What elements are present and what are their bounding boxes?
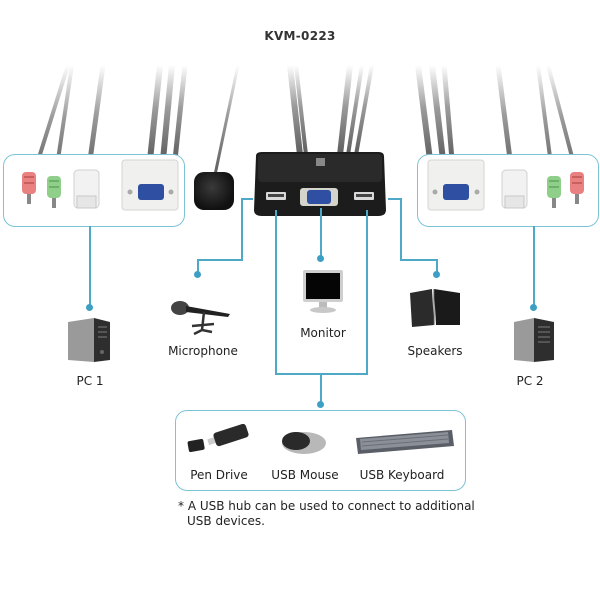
audio-green-plug-icon [547,176,561,208]
connector-dot-microphone [194,271,201,278]
cable-right-vga-a [415,64,433,161]
line-microphone-stub [241,198,253,200]
cable-kvm-a [287,64,303,156]
label-usb-keyboard: USB Keyboard [359,468,445,482]
connector-dot-usb-hub [317,401,324,408]
connector-dot-pc2 [530,304,537,311]
cable-left-vga-a [147,64,163,161]
line-speakers-v [400,198,402,260]
cable-kvm-e [354,64,374,156]
cable-right-vga-b [429,64,446,161]
usb-devices-group [175,410,466,491]
pc1-tower-icon [68,318,110,362]
diagram-title: KVM-0223 [264,29,336,43]
remote-switch-button[interactable] [194,172,234,210]
label-pen-drive: Pen Drive [190,468,248,482]
usb-keyboard-icon [356,430,454,454]
label-usb-mouse: USB Mouse [271,468,339,482]
cable-kvm-d [346,64,364,156]
line-usb-left [275,210,277,374]
line-monitor [320,208,322,258]
line-microphone-h [197,259,243,261]
footnote-line-1: * A USB hub can be used to connect to ad… [178,499,475,513]
cable-right-vga-c [441,64,455,161]
usb-plug-icon [501,169,528,209]
usb-plug-icon [73,169,100,209]
connector-dot-pc1 [86,304,93,311]
connector-dot-monitor [317,255,324,262]
vga-plug-icon [121,159,179,211]
speakers-icon [410,289,460,327]
cable-kvm-b [294,64,308,156]
cable-switch-button [213,64,240,176]
line-speakers-h [400,259,438,261]
label-monitor: Monitor [300,326,346,340]
vga-plug-icon [427,159,485,211]
line-microphone-drop [197,259,199,273]
line-pc2 [533,226,535,307]
connector-dot-speakers [433,271,440,278]
pc2-connectors [427,159,584,211]
usb-mouse-icon [282,432,326,454]
kvm-switch-unit [254,152,386,216]
footnote: * A USB hub can be used to connect to ad… [178,499,478,529]
line-pc1 [89,226,91,307]
line-usb-drop [320,373,322,403]
line-microphone-v [241,198,243,260]
pc2-tower-icon [514,318,554,362]
audio-pink-plug-icon [570,172,584,204]
label-pc1: PC 1 [76,374,104,388]
pen-drive-icon [187,424,249,452]
pc1-connectors [22,159,179,211]
line-speakers-drop [436,259,438,273]
audio-green-plug-icon [47,176,61,208]
monitor-icon [303,270,343,313]
microphone-icon [171,301,230,336]
line-speakers-stub [388,198,402,200]
audio-pink-plug-icon [22,172,36,204]
label-speakers: Speakers [407,344,463,358]
label-pc2: PC 2 [516,374,544,388]
cable-left-vga-b [160,64,175,161]
brand-logo-icon [316,158,325,166]
line-usb-right [366,210,368,374]
footnote-line-2: USB devices. [187,514,265,528]
label-microphone: Microphone [168,344,238,358]
cable-kvm-c [337,64,353,156]
cable-left-vga-c [172,64,188,161]
vga-port-icon [307,190,331,204]
